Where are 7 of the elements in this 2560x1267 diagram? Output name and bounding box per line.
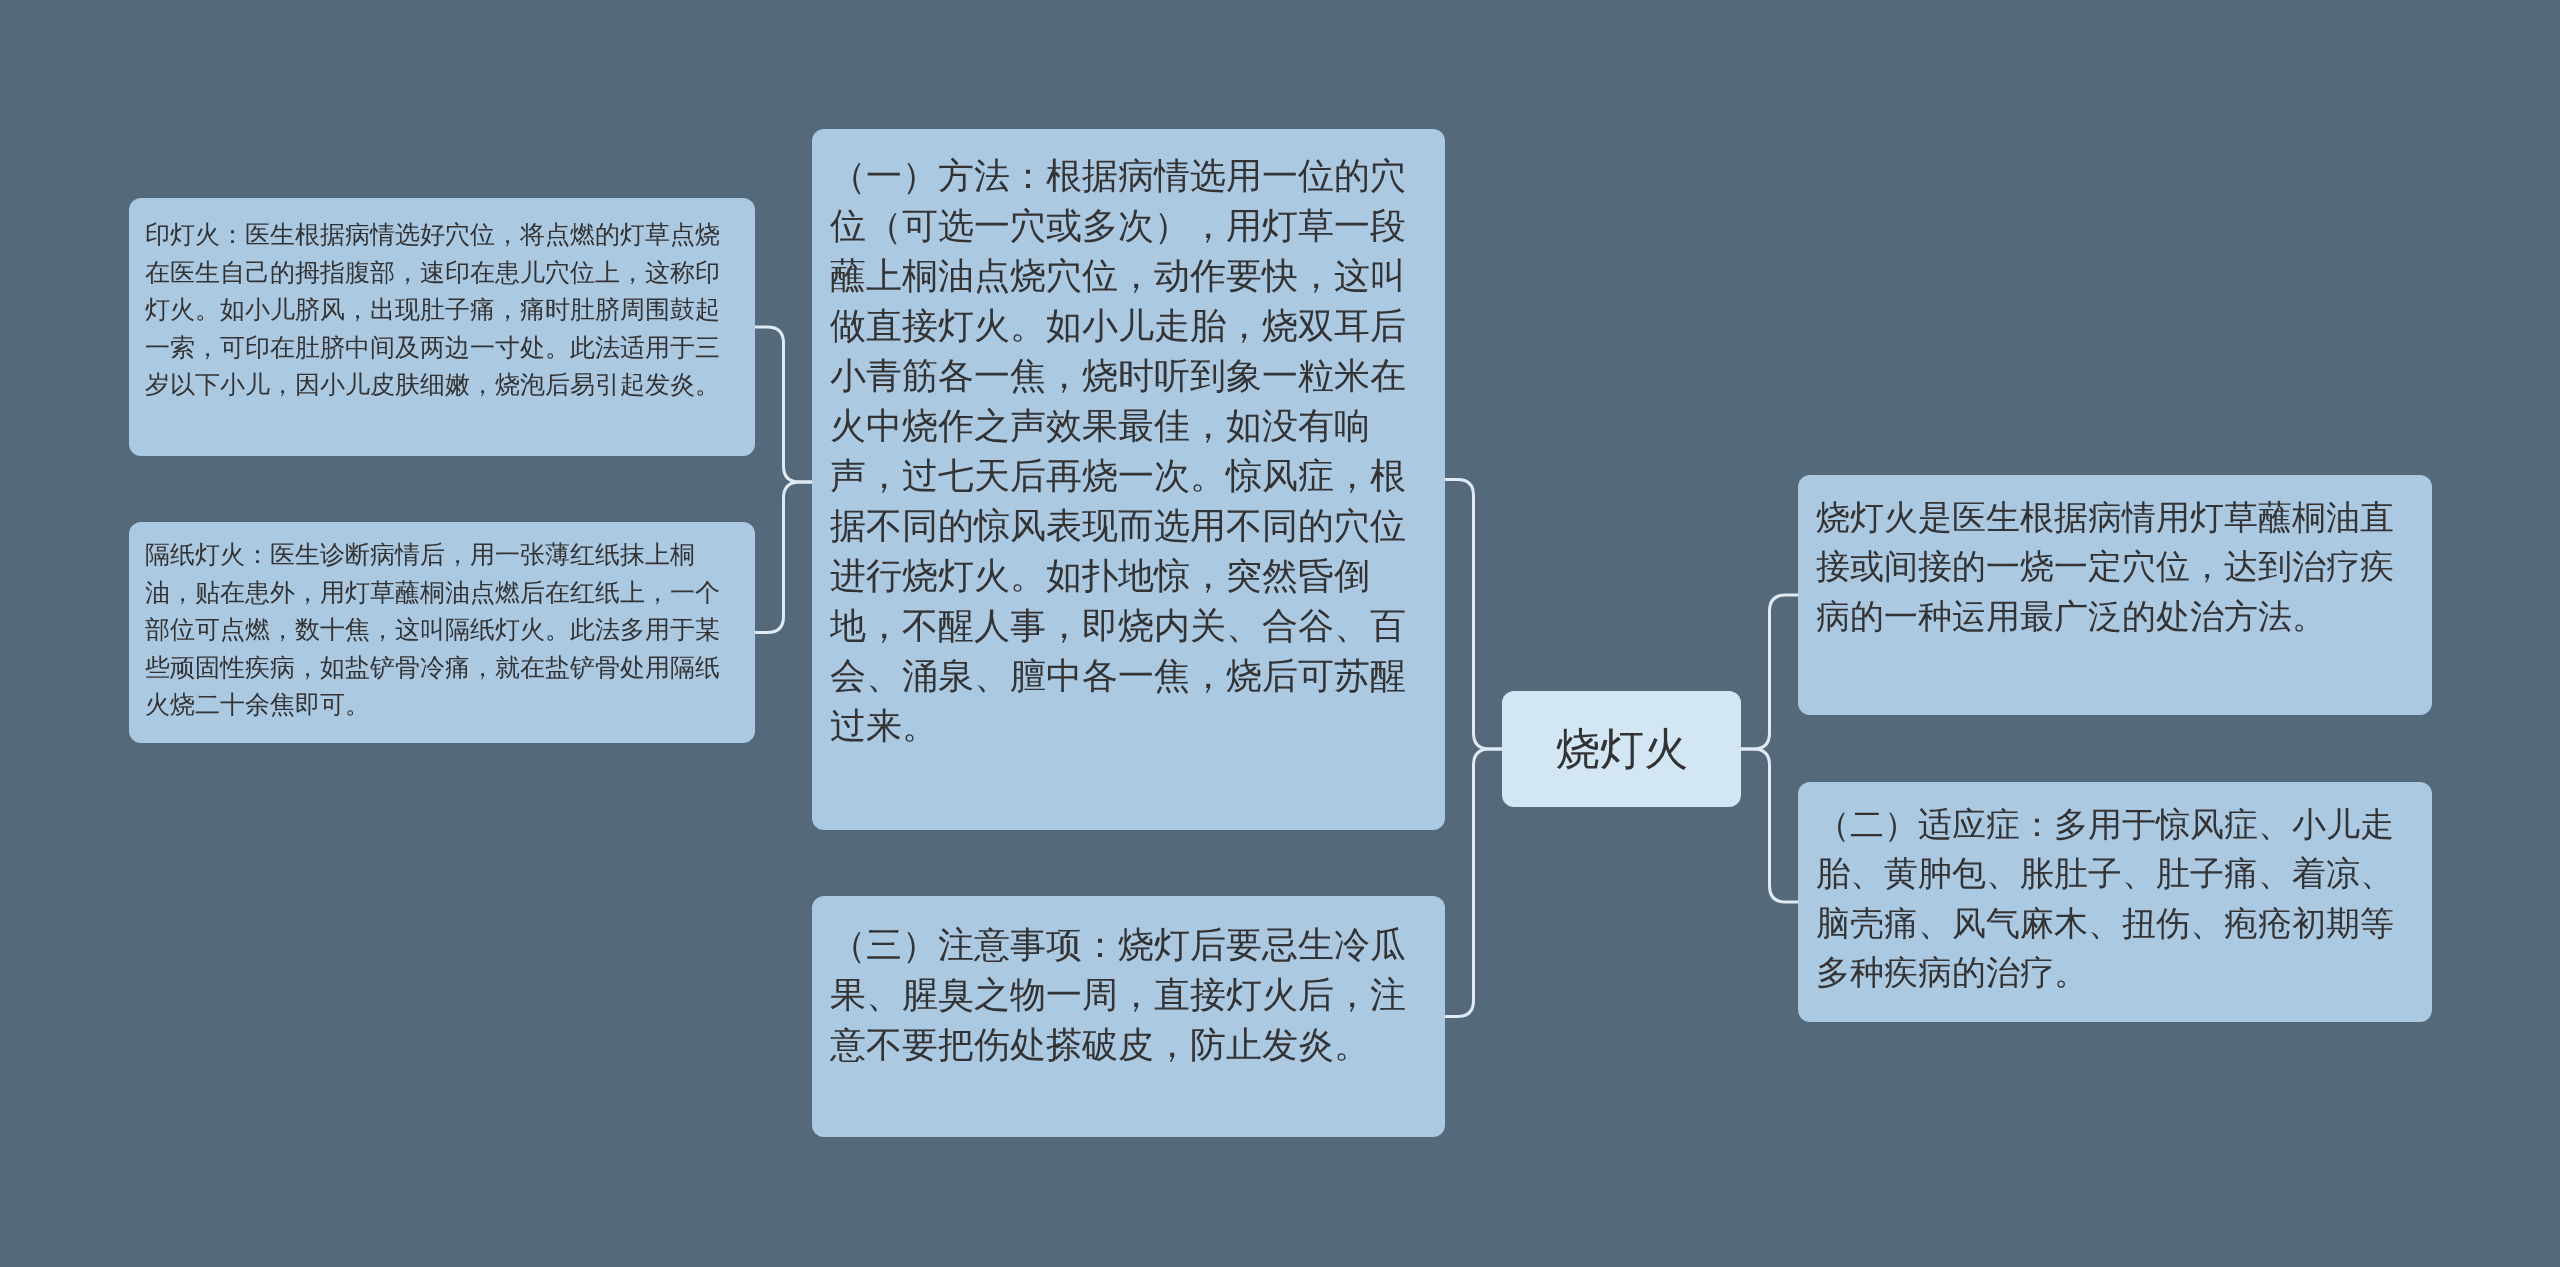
text-box: 隔纸灯火：医生诊断病情后，用一张薄红纸抹上桐油，贴在患外，用灯草蘸桐油点燃后在红纸上，一个部位可点燃，数十焦，这叫隔纸灯火。此法多用于某些顽固性疾病，如盐铲骨冷痛，就在盐铲骨处用隔纸火烧二十余焦即可。	[129, 522, 755, 743]
text-box: （二）适应症：多用于惊风症、小儿走胎、黄肿包、胀肚子、肚子痛、着凉、脑壳痛、风气麻木、扭伤、疱疮初期等多种疾病的治疗。	[1798, 782, 2432, 1022]
text-box: 烧灯火是医生根据病情用灯草蘸桐油直接或间接的一烧一定穴位，达到治疗疾病的一种运用最广泛的处治方法。	[1798, 475, 2432, 715]
text-box: （三）注意事项：烧灯后要忌生冷瓜果、腥臭之物一周，直接灯火后，注意不要把伤处搽破皮，防止发炎。	[812, 896, 1445, 1137]
topic-box: 烧灯火	[1502, 691, 1741, 807]
text-box: （一）方法：根据病情选用一位的穴位（可选一穴或多次），用灯草一段蘸上桐油点烧穴位，动作要快，这叫做直接灯火。如小儿走胎，烧双耳后小青筋各一焦，烧时听到象一粒米在火中烧作之声效果最佳，如没有响声，过七天后再烧一次。惊风症，根据不同的惊风表现而选用不同的穴位进行烧灯火。如扑地惊，突然昏倒地，不醒人事，即烧内关、合谷、百会、涌泉、膻中各一焦，烧后可苏醒过来。	[812, 129, 1445, 830]
text-box: 印灯火：医生根据病情选好穴位，将点燃的灯草点烧在医生自己的拇指腹部，速印在患儿穴位上，这称印灯火。如小儿脐风，出现肚子痛，痛时肚脐周围鼓起一索，可印在肚脐中间及两边一寸处。此法适用于三岁以下小儿，因小儿皮肤细嫩，烧泡后易引起发炎。	[129, 198, 755, 456]
